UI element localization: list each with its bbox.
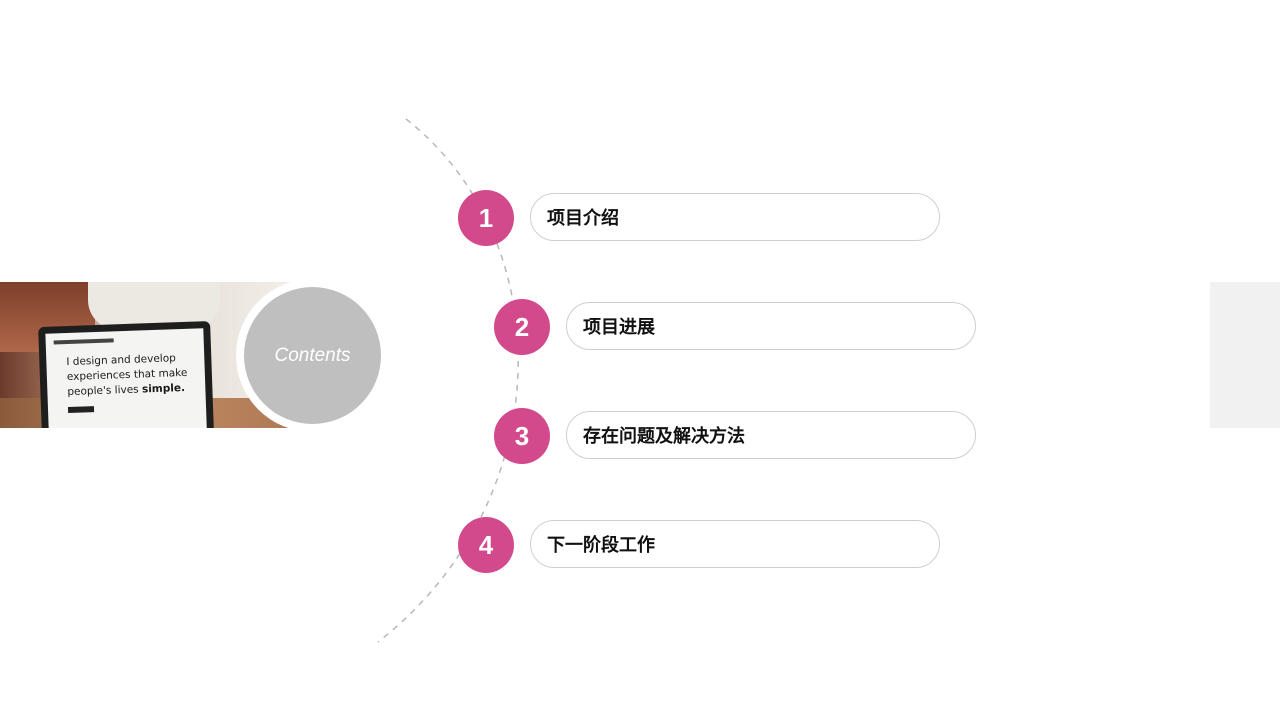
- agenda-number-3: 3: [494, 408, 550, 464]
- agenda-title-4: 下一阶段工作: [547, 535, 655, 556]
- photo-laptop: I design and develop experiences that ma…: [38, 321, 214, 428]
- screen-topbar: [53, 338, 114, 345]
- screen-line-3: people's lives simple.: [67, 381, 195, 400]
- laptop-photo: I design and develop experiences that ma…: [0, 282, 290, 428]
- agenda-title-3: 存在问题及解决方法: [583, 426, 745, 447]
- screen-line-3-prefix: people's lives: [67, 383, 143, 399]
- agenda-title-2: 项目进展: [583, 317, 655, 338]
- side-decor-panel: [1210, 282, 1280, 428]
- agenda-number-2: 2: [494, 299, 550, 355]
- agenda-pill-1[interactable]: 项目介绍: [530, 193, 940, 241]
- agenda-title-1: 项目介绍: [547, 208, 619, 229]
- contents-badge: Contents: [236, 279, 389, 432]
- contents-label: Contents: [244, 287, 381, 424]
- screen-line-3-bold: simple.: [141, 381, 186, 396]
- agenda-number-4: 4: [458, 517, 514, 573]
- agenda-number-1: 1: [458, 190, 514, 246]
- agenda-pill-4[interactable]: 下一阶段工作: [530, 520, 940, 568]
- screen-cta-button: [67, 406, 95, 414]
- agenda-pill-3[interactable]: 存在问题及解决方法: [566, 411, 976, 459]
- laptop-screen: I design and develop experiences that ma…: [45, 328, 207, 428]
- agenda-pill-2[interactable]: 项目进展: [566, 302, 976, 350]
